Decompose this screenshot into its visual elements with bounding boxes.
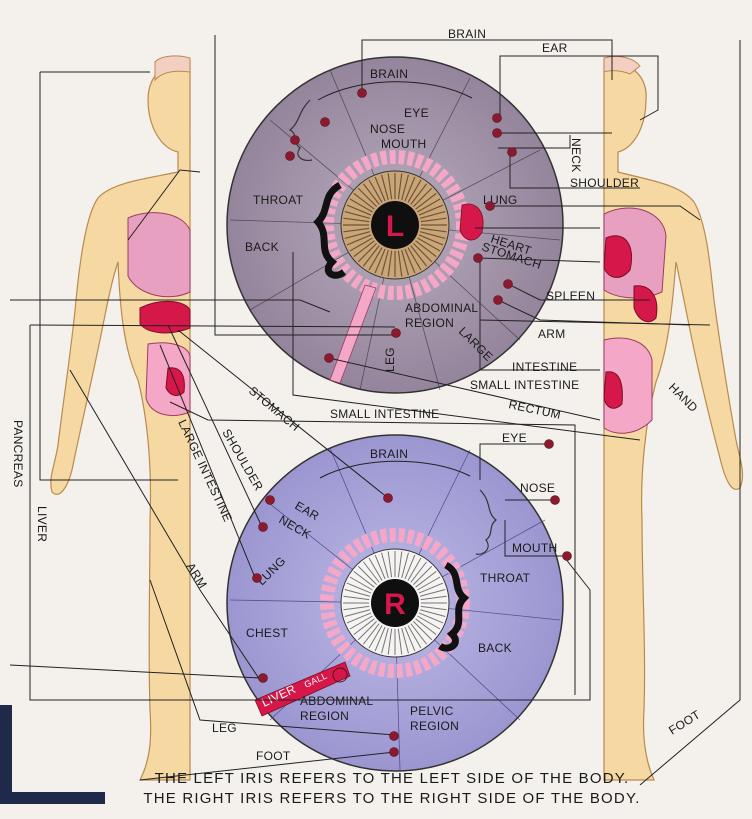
foot-right-label: FOOT: [666, 707, 703, 737]
ear-label: EAR: [542, 41, 568, 55]
right-region-label: REGION: [300, 709, 349, 723]
left-nose-label: NOSE: [370, 122, 405, 136]
caption-line-1: THE LEFT IRIS REFERS TO THE LEFT SIDE OF…: [155, 770, 630, 787]
foot-left-label: FOOT: [256, 749, 291, 763]
corner-bracket: [0, 705, 105, 804]
hand-label: HAND: [666, 380, 701, 415]
right-pelvic-label: PELVIC: [410, 704, 454, 718]
rectum-label: RECTUM: [507, 397, 562, 422]
right-brain-label: BRAIN: [370, 447, 408, 461]
liver-body-label: LIVER: [35, 506, 49, 542]
right-pelvic-region-label: REGION: [410, 719, 459, 733]
left-throat-label: THROAT: [253, 193, 304, 207]
left-leg-label: LEG: [383, 347, 397, 372]
left-iris-letter: L: [386, 210, 404, 243]
right-abdominal-label: ABDOMINAL: [300, 694, 373, 708]
left-body-figure: [50, 55, 191, 781]
right-back-label: BACK: [478, 641, 512, 655]
intestine-label: INTESTINE: [512, 360, 577, 374]
right-mouth-label: MOUTH: [512, 541, 558, 555]
right-eye-label: EYE: [502, 431, 527, 445]
right-nose-label: NOSE: [520, 481, 555, 495]
right-throat-label: THROAT: [480, 571, 531, 585]
left-arm-label: ARM: [538, 327, 566, 341]
left-brain-label: BRAIN: [370, 67, 408, 81]
leg-body-label: LEG: [212, 721, 237, 735]
caption: THE LEFT IRIS REFERS TO THE LEFT SIDE OF…: [143, 770, 640, 807]
left-region-label: REGION: [405, 316, 454, 330]
left-spleen-label: SPLEEN: [546, 289, 595, 303]
small-intestine-right-label: SMALL INTESTINE: [470, 378, 579, 392]
right-iris-letter: R: [384, 588, 406, 621]
left-abdominal-label: ABDOMINAL: [405, 301, 478, 315]
small-intestine-mid-label: SMALL INTESTINE: [330, 407, 439, 421]
left-back-label: BACK: [245, 240, 279, 254]
neck-label: NECK: [569, 138, 583, 173]
shoulder-diag-label: SHOULDER: [219, 427, 266, 494]
left-eye-label: EYE: [404, 106, 429, 120]
pancreas-label: PANCREAS: [11, 420, 25, 488]
right-chest-label: CHEST: [246, 626, 289, 640]
arc-arrows: [317, 81, 473, 479]
right-body-figure: [603, 55, 744, 781]
right-iris: R: [226, 434, 564, 772]
zone-dots: [252, 88, 572, 757]
left-mouth-label: MOUTH: [381, 137, 427, 151]
shoulder-label: SHOULDER: [570, 176, 639, 190]
connector-lines: [9, 35, 741, 786]
left-iris: L: [226, 56, 564, 394]
stomach-body-label: STOMACH: [246, 384, 302, 435]
top-brain-label: BRAIN: [448, 27, 486, 41]
caption-line-2: THE RIGHT IRIS REFERS TO THE RIGHT SIDE …: [143, 790, 640, 807]
